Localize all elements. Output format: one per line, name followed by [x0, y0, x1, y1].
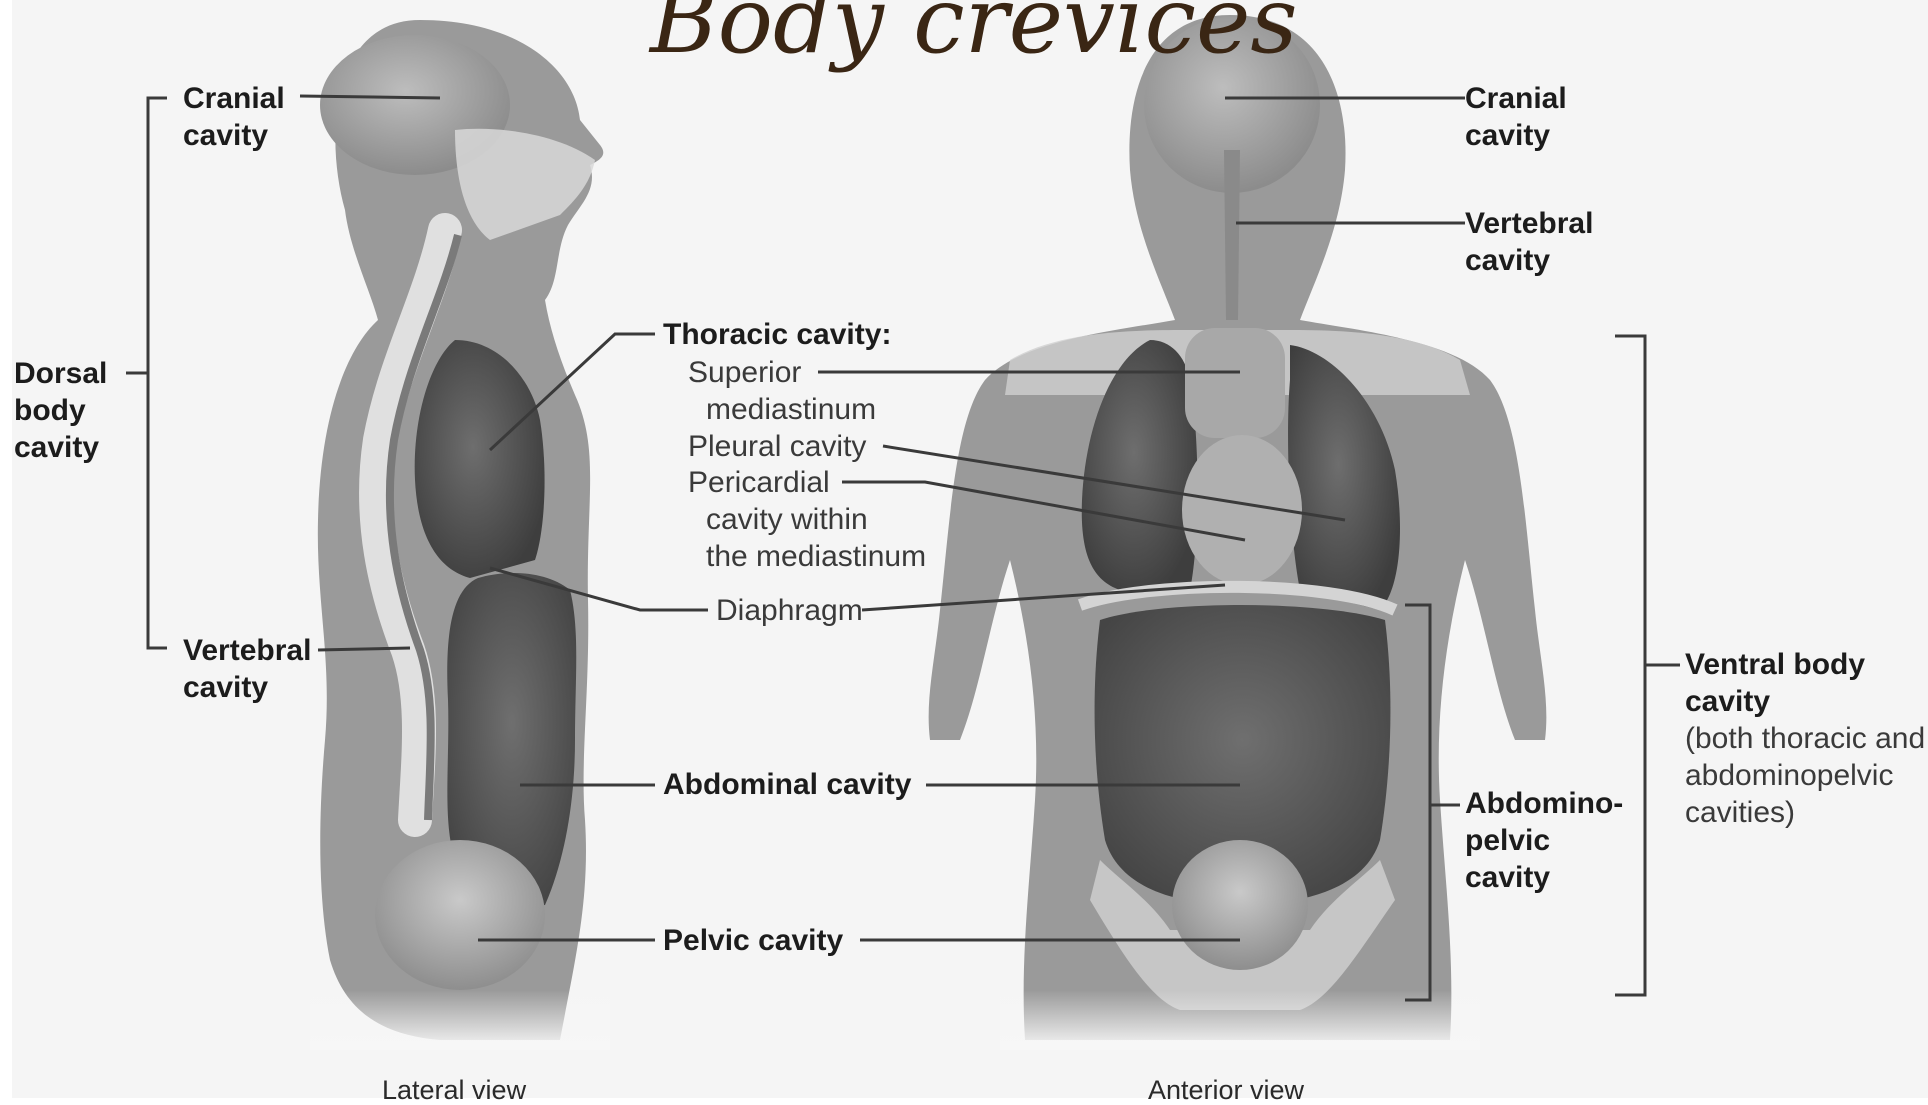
anterior-vertebral-cavity — [1224, 150, 1240, 320]
label-abdominopelvic-cavity: Abdomino- pelvic cavity — [1465, 785, 1623, 896]
leader-cranial-left — [300, 96, 440, 98]
caption-lateral-view: Lateral view — [382, 1080, 526, 1100]
label-pelvic-cavity: Pelvic cavity — [663, 922, 843, 959]
anterior-superior-mediastinum — [1185, 328, 1285, 438]
label-cranial-right: Cranial cavity — [1465, 80, 1567, 154]
label-superior-mediastinum: Superior mediastinum — [688, 354, 876, 428]
caption-anterior-view: Anterior view — [1148, 1080, 1304, 1100]
label-ventral-body-cavity: Ventral body cavity (both thoracic and a… — [1685, 646, 1925, 831]
lateral-figure — [310, 20, 610, 1050]
lateral-pelvic-cavity — [375, 840, 545, 990]
label-vertebral-left: Vertebral cavity — [183, 632, 311, 706]
label-vertebral-right: Vertebral cavity — [1465, 205, 1593, 279]
anterior-pelvic-cavity — [1172, 840, 1308, 970]
label-abdominal-cavity: Abdominal cavity — [663, 766, 911, 803]
leader-vertebral-left — [318, 648, 410, 650]
label-thoracic-cavity: Thoracic cavity: — [663, 316, 891, 353]
label-dorsal-body-cavity: Dorsal body cavity — [14, 355, 107, 466]
label-pericardial-cavity: Pericardial cavity within the mediastinu… — [688, 464, 926, 575]
label-cranial-left: Cranial cavity — [183, 80, 285, 154]
diagram-title: Body crevices — [650, 0, 1298, 76]
label-diaphragm: Diaphragm — [716, 592, 863, 629]
label-pleural-cavity: Pleural cavity — [688, 428, 866, 465]
